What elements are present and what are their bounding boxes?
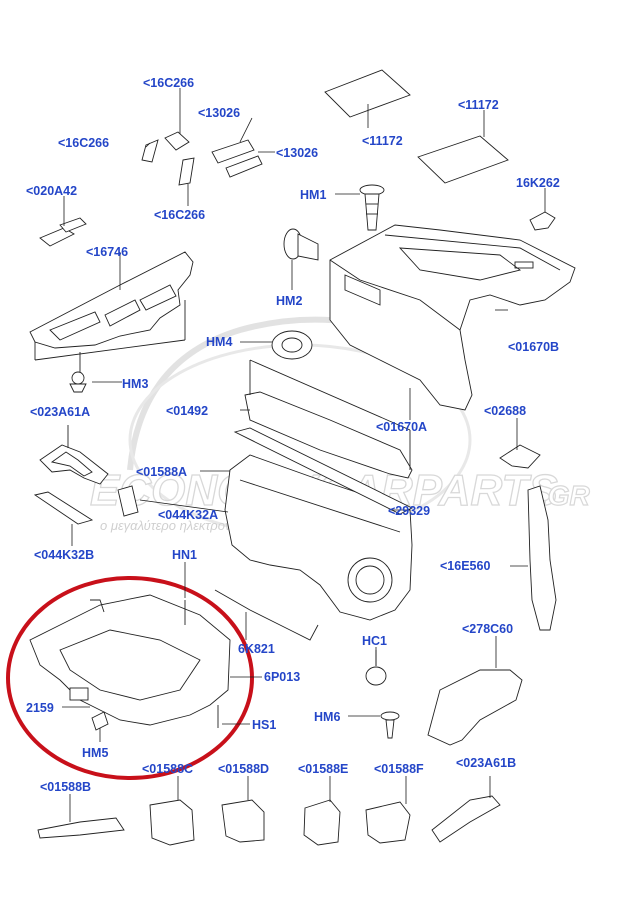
label-01492: <01492 — [166, 404, 209, 418]
label-6k821: 6K821 — [238, 642, 275, 656]
part-023a61a-duct — [39, 425, 109, 485]
part-01588b — [37, 817, 125, 839]
part-11172-mats — [324, 69, 509, 184]
label-13026-top: <13026 — [198, 106, 241, 120]
part-16c266-pads — [141, 131, 195, 186]
part-16e560-strip — [527, 485, 557, 631]
label-16746: <16746 — [86, 245, 129, 259]
label-hm2: HM2 — [276, 294, 303, 308]
label-01670a: <01670A — [376, 420, 428, 434]
label-2159: 2159 — [26, 701, 54, 715]
part-16k262-clip — [529, 211, 556, 231]
highlight-ellipse — [6, 576, 254, 780]
label-hm3: HM3 — [122, 377, 149, 391]
label-278c60: <278C60 — [462, 622, 514, 636]
watermark-tld: .GR — [540, 480, 591, 511]
part-278c60-panel — [427, 669, 523, 746]
part-29329-strip — [233, 427, 414, 515]
part-01588f — [365, 801, 411, 844]
label-hm4: HM4 — [206, 335, 233, 349]
label-hn1: HN1 — [172, 548, 198, 562]
label-16c266-bot: <16C266 — [154, 208, 206, 222]
part-6k821-harness — [214, 589, 319, 641]
part-hm1-pin — [359, 184, 385, 231]
label-13026-mid: <13026 — [276, 146, 319, 160]
label-29329: <29329 — [388, 504, 431, 518]
part-02688-bracket — [499, 444, 541, 469]
label-020a42: <020A42 — [26, 184, 78, 198]
label-hm6: HM6 — [314, 710, 341, 724]
label-023a61b: <023A61B — [456, 756, 517, 770]
part-044k32b-strip — [33, 491, 94, 525]
part-01588c — [149, 799, 195, 846]
label-hm1: HM1 — [300, 188, 327, 202]
part-023a61b — [431, 795, 501, 843]
label-01588b: <01588B — [40, 780, 92, 794]
label-16e560: <16E560 — [440, 559, 491, 573]
label-11172-top: <11172 — [458, 98, 499, 112]
label-11172-mid: <11172 — [362, 134, 403, 148]
part-undertray — [29, 594, 231, 731]
part-020a42 — [39, 217, 87, 247]
label-hm5: HM5 — [82, 746, 109, 760]
part-hm6-screw — [380, 711, 400, 739]
label-01588e: <01588E — [298, 762, 349, 776]
part-01670b-cowl — [329, 224, 576, 411]
label-16c266-top: <16C266 — [143, 76, 195, 90]
label-044k32a: <044K32A — [158, 508, 219, 522]
part-13026-pads — [211, 139, 263, 178]
part-044k32a-pad — [117, 485, 139, 517]
label-01588a: <01588A — [136, 465, 188, 479]
label-01670b: <01670B — [508, 340, 560, 354]
label-044k32b: <044K32B — [34, 548, 95, 562]
label-02688: <02688 — [484, 404, 527, 418]
part-01492-panel — [244, 359, 413, 479]
label-023a61a: <023A61A — [30, 405, 91, 419]
part-hm2-grommet — [283, 228, 319, 261]
label-16c266-mid: <16C266 — [58, 136, 110, 150]
part-16746-panel — [29, 251, 194, 393]
leader-lines — [62, 88, 546, 822]
label-16k262: 16K262 — [516, 176, 560, 190]
part-hm4-grommet — [271, 330, 313, 360]
label-6p013: 6P013 — [264, 670, 301, 684]
label-01588c: <01588C — [142, 762, 194, 776]
label-hc1: HC1 — [362, 634, 388, 648]
label-01588f: <01588F — [374, 762, 424, 776]
part-01588e — [303, 799, 341, 846]
label-01588d: <01588D — [218, 762, 270, 776]
label-hs1: HS1 — [252, 718, 277, 732]
part-01588d — [221, 799, 265, 843]
